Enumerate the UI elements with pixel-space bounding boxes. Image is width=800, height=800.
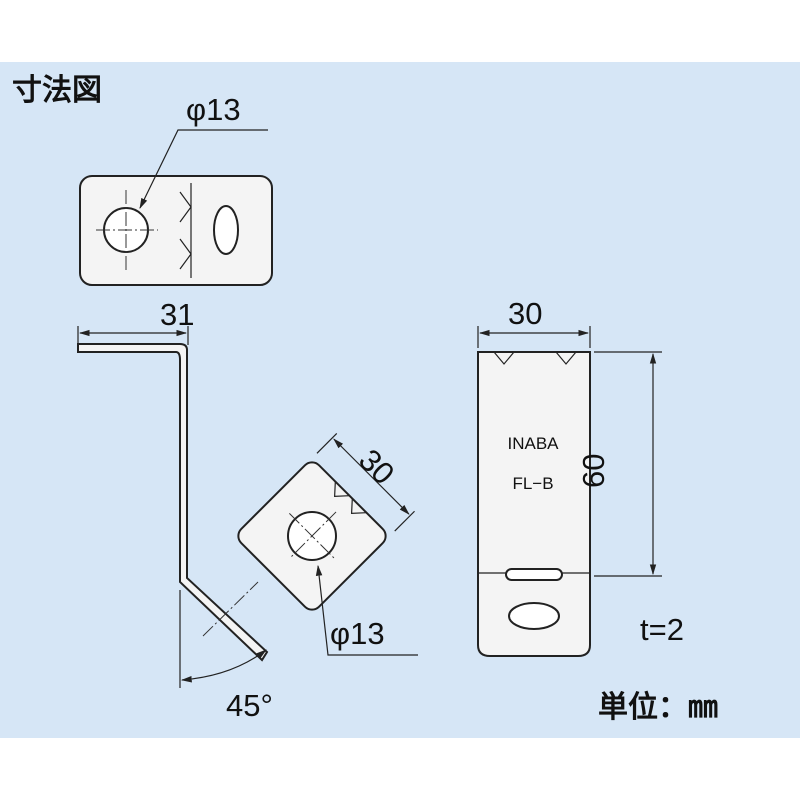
side-view-bracket	[77, 343, 269, 662]
side-view: 31 45°	[77, 297, 273, 723]
top-view-slot-hole	[213, 205, 239, 255]
side-view-angle: 45°	[226, 688, 273, 723]
drawing-background	[0, 62, 800, 738]
front-view-oval-hole	[508, 602, 560, 630]
drawing-title: 寸法図	[12, 73, 102, 108]
top-view: φ13	[79, 92, 273, 286]
angled-view-width: 30	[352, 442, 401, 491]
top-view-hole-diameter: φ13	[186, 92, 241, 127]
angled-view-hole-diameter: φ13	[330, 616, 385, 651]
front-view-slot	[505, 568, 563, 581]
front-view-height: 60	[576, 454, 611, 488]
unit-label: 単位：㎜	[598, 690, 718, 725]
front-view-width: 30	[508, 296, 542, 331]
top-view-plate	[79, 175, 273, 286]
front-view-marking-line1: INABA	[507, 434, 559, 453]
thickness-label: t=2	[640, 612, 684, 647]
front-view-marking-line2: FL−B	[512, 474, 553, 493]
angled-view	[237, 433, 415, 611]
front-view: 30 INABA FL−B 60	[477, 296, 662, 657]
side-view-width: 31	[160, 297, 194, 332]
front-view-plate	[477, 351, 591, 657]
